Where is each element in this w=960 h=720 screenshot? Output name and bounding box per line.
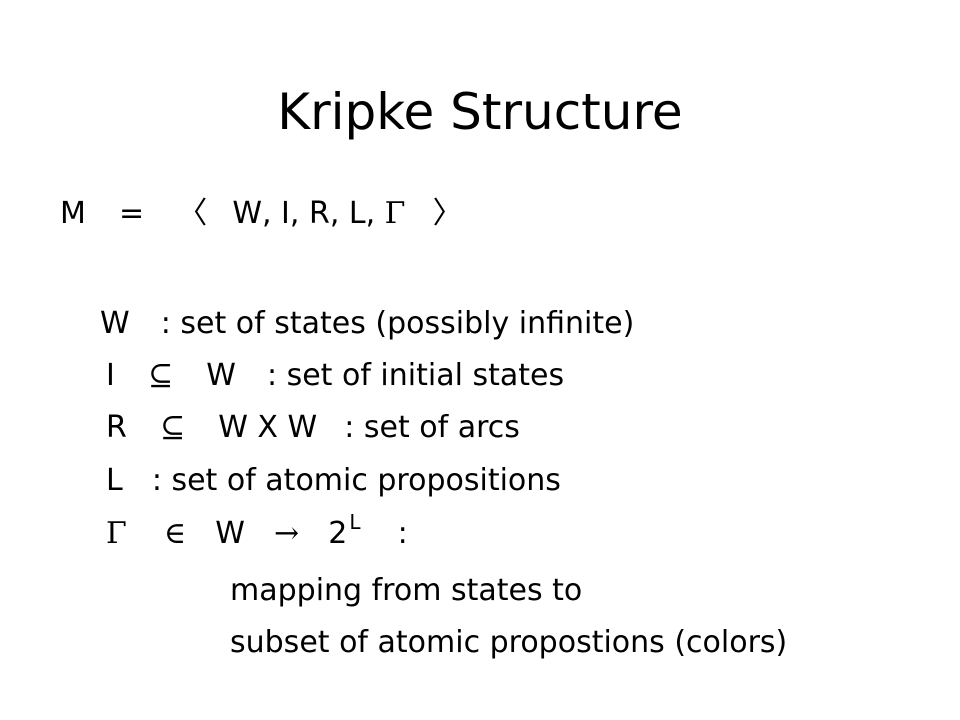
subset-symbol: ⊆ — [147, 358, 174, 393]
line-r-text: : set of arcs — [344, 410, 520, 445]
gamma-symbol: Γ — [384, 196, 406, 231]
powerset-exponent: L — [349, 510, 361, 534]
tuple-lhs: M — [60, 196, 86, 231]
gamma-symbol: Γ — [106, 516, 127, 551]
left-angle-bracket: 〈 — [177, 196, 208, 231]
line-r: R ⊆ W X W : set of arcs — [106, 410, 520, 446]
line-gamma-colon: : — [397, 516, 408, 551]
line-r-rhs: W X W — [218, 410, 318, 445]
tuple-body: W, I, R, L, — [232, 196, 385, 231]
arrow-icon: → — [274, 516, 300, 551]
mapping-description-2: subset of atomic propostions (colors) — [230, 625, 788, 660]
line-l-symbol: L — [106, 463, 123, 498]
line-i-rhs: W — [206, 358, 236, 393]
line-i: I ⊆ W : set of initial states — [106, 358, 564, 394]
line-r-symbol: R — [106, 410, 127, 445]
element-of-symbol: ∈ — [163, 516, 187, 551]
slide-title: Kripke Structure — [277, 83, 683, 141]
line-gamma-domain: W — [215, 516, 245, 551]
tuple-definition: M = 〈 W, I, R, L, Γ 〉 — [60, 196, 463, 232]
line-i-symbol: I — [106, 358, 115, 393]
line-i-text: : set of initial states — [266, 358, 565, 393]
powerset-base: 2 — [328, 516, 348, 551]
subset-symbol: ⊆ — [159, 410, 186, 445]
mapping-description-1: mapping from states to — [230, 573, 583, 608]
tuple-equals: = — [118, 196, 145, 231]
line-w-text: : set of states (possibly infinite) — [160, 306, 635, 341]
line-w: W : set of states (possibly infinite) — [100, 306, 634, 342]
line-l-text: : set of atomic propositions — [151, 463, 561, 498]
line-l: L : set of atomic propositions — [106, 463, 561, 499]
line-w-symbol: W — [100, 306, 130, 341]
right-angle-bracket: 〉 — [432, 196, 463, 231]
